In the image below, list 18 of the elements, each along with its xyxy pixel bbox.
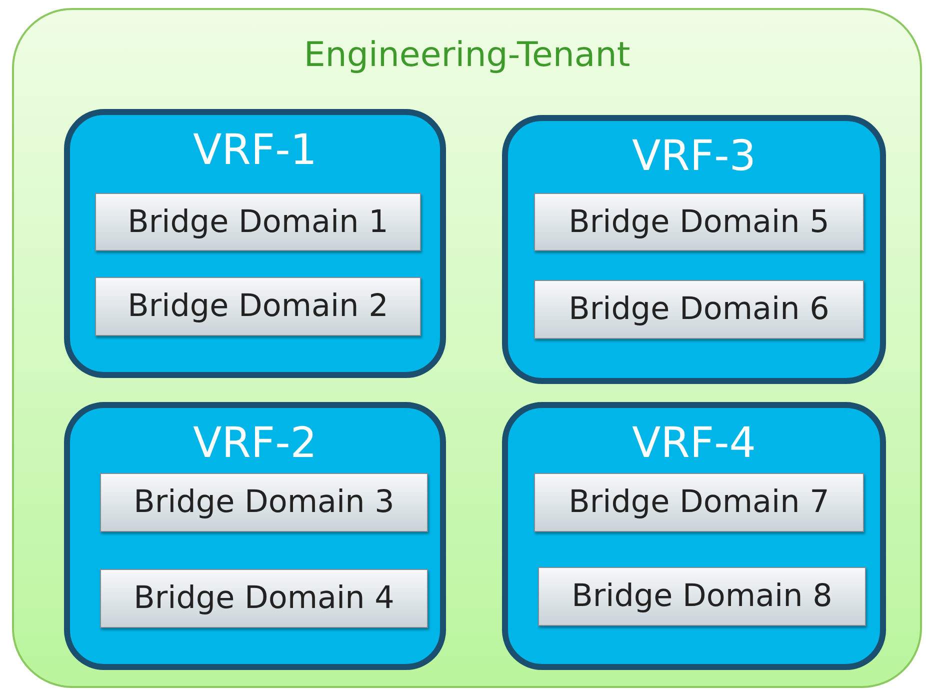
bridge-domain-box: Bridge Domain 5 — [534, 193, 864, 251]
vrf-container — [64, 109, 446, 378]
vrf-title: VRF-1 — [192, 129, 318, 171]
vrf-title: VRF-3 — [631, 135, 757, 177]
bridge-domain-box: Bridge Domain 6 — [534, 280, 864, 339]
vrf-title: VRF-4 — [631, 422, 757, 464]
bridge-domain-box: Bridge Domain 4 — [100, 569, 428, 628]
bridge-domain-box: Bridge Domain 7 — [534, 473, 864, 532]
vrf-container — [502, 115, 886, 384]
tenant-title: Engineering-Tenant — [302, 38, 632, 72]
bridge-domain-box: Bridge Domain 8 — [538, 567, 866, 626]
bridge-domain-box: Bridge Domain 3 — [100, 473, 428, 532]
bridge-domain-box: Bridge Domain 2 — [95, 277, 421, 336]
vrf-container — [502, 402, 886, 670]
bridge-domain-box: Bridge Domain 1 — [95, 193, 421, 251]
vrf-container — [64, 402, 446, 670]
vrf-title: VRF-2 — [192, 422, 318, 464]
tenant-container — [12, 8, 922, 688]
